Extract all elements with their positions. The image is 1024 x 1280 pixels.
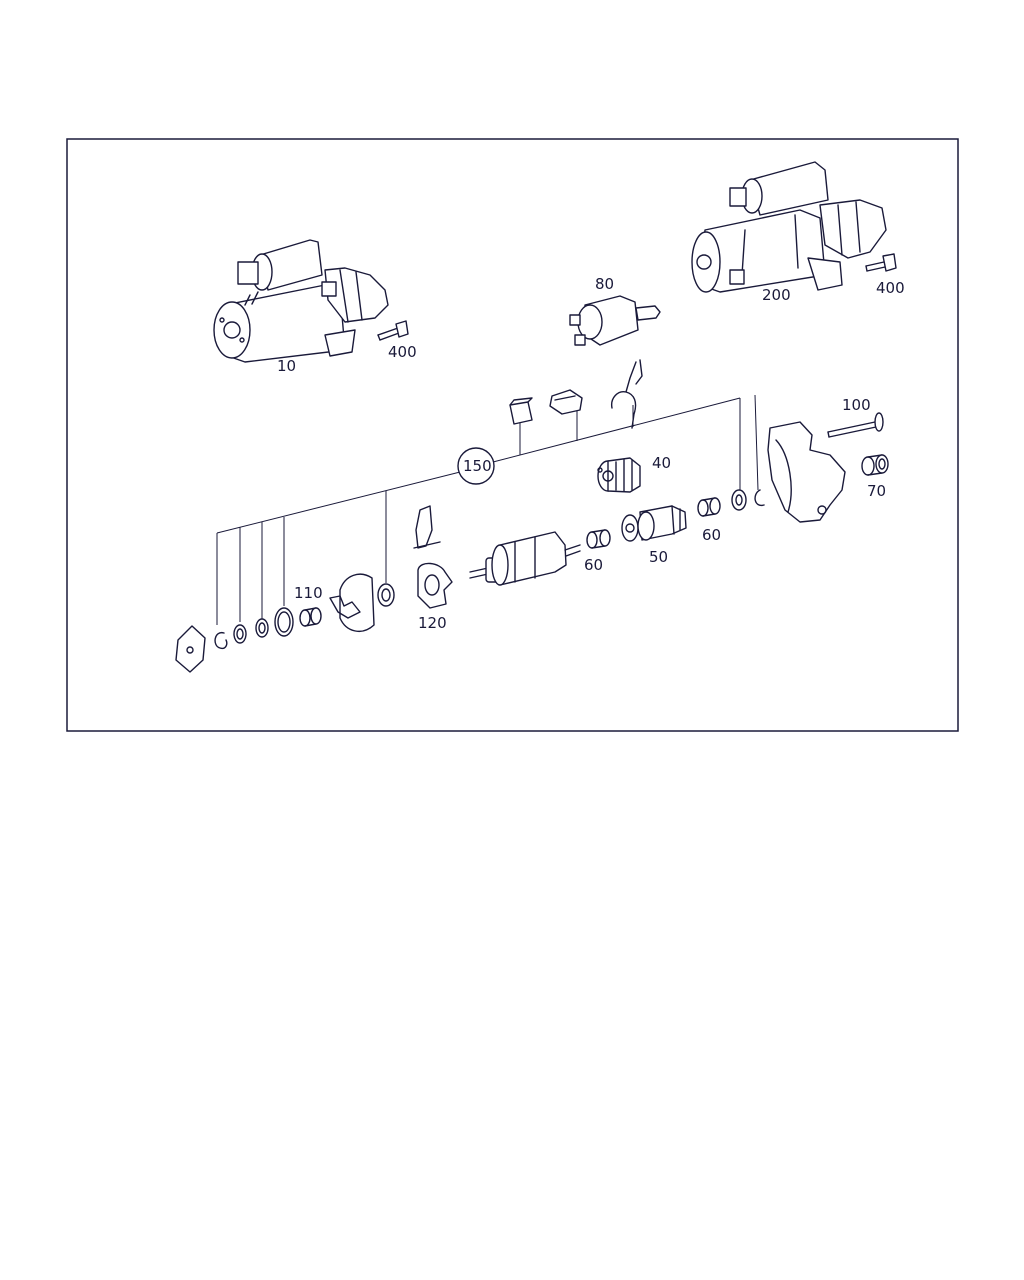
callout-150-circle[interactable] [457, 447, 495, 485]
through-bolt-100[interactable] [827, 412, 884, 438]
callout-60-left: 60 [584, 556, 603, 574]
brush-holder-120[interactable] [413, 505, 453, 609]
callout-120: 120 [418, 614, 447, 632]
spacer-60-right[interactable] [697, 497, 721, 517]
drive-end-housing[interactable] [767, 421, 846, 523]
ring-mid[interactable] [377, 583, 395, 607]
washer-2[interactable] [233, 624, 247, 644]
kit-150-leader-lines [216, 394, 759, 625]
solenoid-80[interactable] [569, 295, 661, 346]
callout-70: 70 [867, 482, 886, 500]
callout-110: 110 [294, 584, 323, 602]
bushing-110[interactable] [299, 607, 322, 627]
washer-3[interactable] [255, 618, 269, 638]
callout-100: 100 [842, 396, 871, 414]
starter-motor-10[interactable] [213, 239, 389, 363]
bolt-400-right[interactable] [865, 253, 897, 272]
spacer-60-left[interactable] [586, 529, 611, 549]
seal-ring-left[interactable] [274, 607, 294, 637]
bolt-400-left[interactable] [377, 320, 409, 341]
bushing-70[interactable] [861, 454, 889, 476]
starter-motor-200[interactable] [691, 161, 887, 293]
callout-40: 40 [652, 454, 671, 472]
callout-200: 200 [762, 286, 791, 304]
clip-part[interactable] [549, 389, 583, 415]
brush-block[interactable] [509, 397, 533, 425]
callout-150: 150 [463, 457, 492, 475]
pinion-drive-50[interactable] [621, 505, 687, 542]
planetary-gear-40[interactable] [597, 457, 641, 493]
ring-right[interactable] [731, 489, 747, 511]
end-cover[interactable] [329, 573, 375, 633]
callout-400-right: 400 [876, 279, 905, 297]
callout-80: 80 [595, 275, 614, 293]
callout-60-right: 60 [702, 526, 721, 544]
cap-plate[interactable] [175, 625, 206, 673]
circlip-left[interactable] [214, 632, 228, 650]
armature[interactable] [469, 531, 581, 586]
diagram-frame [66, 138, 959, 732]
callout-10: 10 [277, 357, 296, 375]
callout-400-left: 400 [388, 343, 417, 361]
shift-fork[interactable] [611, 359, 643, 429]
circlip-right[interactable] [754, 489, 765, 507]
callout-50: 50 [649, 548, 668, 566]
